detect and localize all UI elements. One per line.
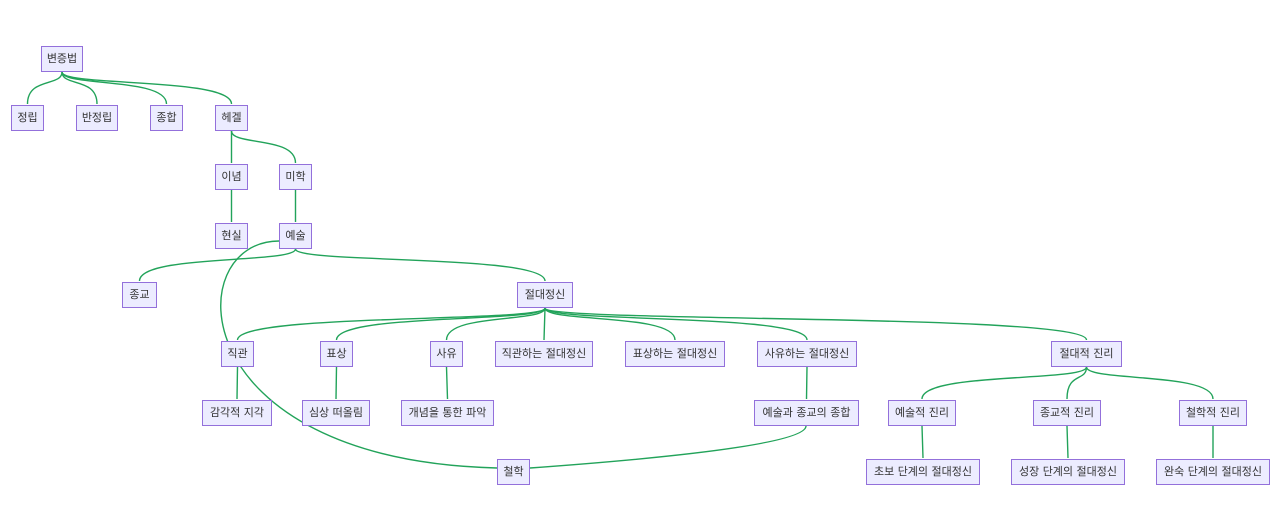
node-thinking-spirit[interactable]: 사유하는 절대정신: [757, 341, 857, 367]
node-representing-spirit[interactable]: 표상하는 절대정신: [625, 341, 725, 367]
edge-artistic-truth-to-initial-stage: [921, 425, 924, 459]
edge-representation-to-mental-image: [335, 366, 338, 400]
node-growth-stage[interactable]: 성장 단계의 절대정신: [1011, 459, 1125, 485]
edge-dialectic-to-thesis: [26, 71, 63, 105]
node-mature-stage[interactable]: 완숙 단계의 절대정신: [1156, 459, 1270, 485]
node-philosophical-truth[interactable]: 철학적 진리: [1179, 400, 1247, 426]
edge-art-religion-synthesis-to-philosophy: [529, 425, 807, 469]
node-art[interactable]: 예술: [279, 223, 312, 249]
edge-art-to-religion: [138, 248, 297, 282]
edge-dialectic-to-antithesis: [61, 71, 98, 105]
node-representation[interactable]: 표상: [320, 341, 353, 367]
edge-art-to-absolute-spirit: [294, 248, 546, 282]
edge-intuition-to-sensory-perception: [236, 366, 239, 400]
edge-hegel-to-aesthetics: [230, 130, 297, 164]
edge-absolute-spirit-to-thought: [445, 307, 546, 341]
edge-absolute-truth-to-philosophical-truth: [1085, 366, 1214, 400]
edge-thought-to-conceptual-grasp: [445, 366, 449, 400]
node-sensory-perception[interactable]: 감각적 지각: [202, 400, 272, 426]
node-thought[interactable]: 사유: [430, 341, 463, 367]
node-absolute-truth[interactable]: 절대적 진리: [1051, 341, 1122, 367]
node-synthesis[interactable]: 종합: [150, 105, 183, 131]
node-initial-stage[interactable]: 초보 단계의 절대정신: [866, 459, 980, 485]
node-hegel[interactable]: 헤겔: [215, 105, 248, 131]
node-antithesis[interactable]: 반정립: [76, 105, 118, 131]
edge-absolute-spirit-to-intuiting-spirit: [543, 307, 546, 341]
node-intuition[interactable]: 직관: [221, 341, 254, 367]
edge-absolute-spirit-to-intuition: [236, 307, 546, 341]
edge-religious-truth-to-growth-stage: [1066, 425, 1069, 459]
node-idea[interactable]: 이념: [215, 164, 248, 190]
node-religion[interactable]: 종교: [122, 282, 157, 308]
edge-absolute-spirit-to-absolute-truth: [544, 307, 1088, 341]
node-philosophy[interactable]: 철학: [497, 459, 530, 485]
edge-absolute-spirit-to-thinking-spirit: [544, 307, 808, 341]
node-art-religion-synthesis[interactable]: 예술과 종교의 종합: [754, 400, 859, 426]
edge-absolute-spirit-to-representing-spirit: [544, 307, 676, 341]
edge-absolute-spirit-to-representation: [335, 307, 546, 341]
node-dialectic[interactable]: 변증법: [41, 46, 83, 72]
edge-absolute-truth-to-artistic-truth: [921, 366, 1088, 400]
node-mental-image[interactable]: 심상 떠올림: [302, 400, 370, 426]
edge-absolute-truth-to-religious-truth: [1066, 366, 1088, 400]
edge-thinking-spirit-to-art-religion-synthesis: [805, 366, 808, 400]
node-artistic-truth[interactable]: 예술적 진리: [888, 400, 956, 426]
node-reality[interactable]: 현실: [215, 223, 248, 249]
node-conceptual-grasp[interactable]: 개념을 통한 파악: [401, 400, 494, 426]
edge-dialectic-to-hegel: [61, 71, 233, 105]
node-aesthetics[interactable]: 미학: [279, 164, 312, 190]
node-religious-truth[interactable]: 종교적 진리: [1033, 400, 1101, 426]
node-absolute-spirit[interactable]: 절대정신: [517, 282, 573, 308]
edge-dialectic-to-synthesis: [61, 71, 168, 105]
node-intuiting-spirit[interactable]: 직관하는 절대정신: [495, 341, 593, 367]
node-thesis[interactable]: 정립: [11, 105, 44, 131]
